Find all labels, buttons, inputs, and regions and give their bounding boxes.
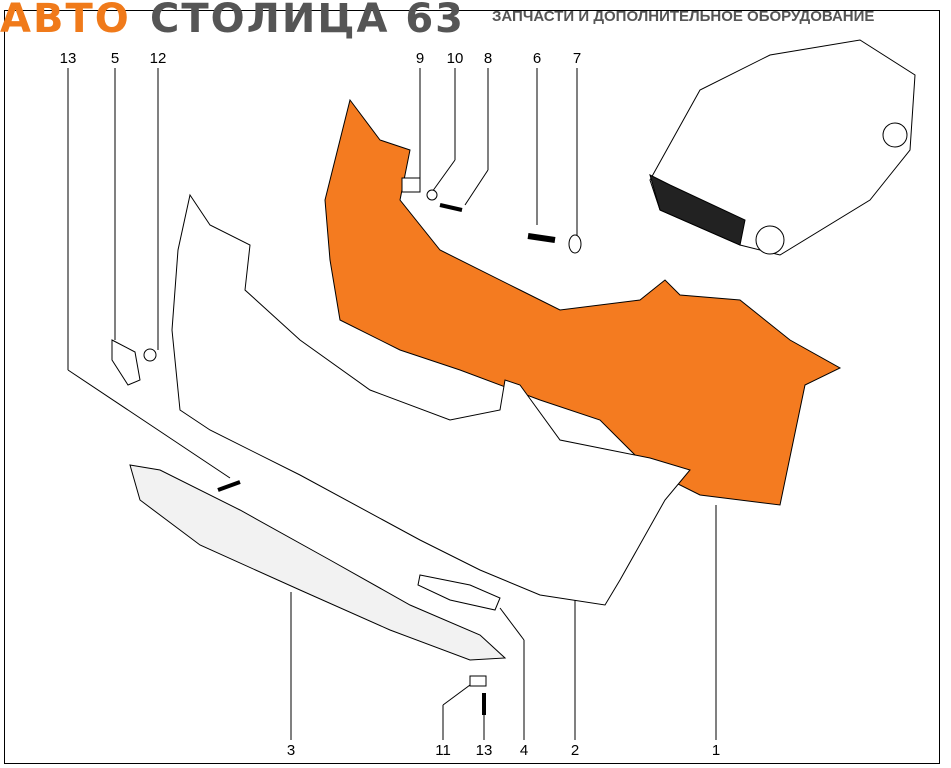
reflector-part-4 (417, 574, 501, 611)
clip-part-11 (469, 675, 487, 687)
callout-3: 3 (286, 742, 296, 759)
car-thumbnail (649, 39, 916, 256)
callout-12: 12 (149, 50, 167, 67)
callout-2: 2 (570, 742, 580, 759)
callout-6: 6 (532, 50, 542, 67)
callout-5: 5 (110, 50, 120, 67)
reflector-part-5 (111, 339, 141, 386)
rear-bumper-part-1 (324, 98, 842, 506)
callout-9: 9 (415, 50, 425, 67)
diagram-frame (4, 10, 940, 764)
logo-avto: АВТО (0, 0, 131, 42)
nut-part-12 (143, 348, 157, 362)
callout-13-top: 13 (59, 50, 77, 67)
bolt-part-6 (527, 233, 556, 243)
callout-1: 1 (711, 742, 721, 759)
screw-part-13a (217, 480, 241, 492)
clip-part-9 (401, 177, 421, 193)
callout-4: 4 (519, 742, 529, 759)
callout-7: 7 (572, 50, 582, 67)
washer-part-7 (568, 234, 582, 254)
callout-13-bottom: 13 (475, 742, 493, 759)
callout-10: 10 (446, 50, 464, 67)
logo-stolica: СТОЛИЦА 63 (150, 0, 465, 42)
washer-part-10 (426, 189, 438, 201)
rear-bumper-part-2 (171, 193, 691, 606)
diffuser-part-3 (129, 464, 507, 661)
callout-8: 8 (483, 50, 493, 67)
tagline: ЗАПЧАСТИ И ДОПОЛНИТЕЛЬНОЕ ОБОРУДОВАНИЕ (492, 8, 875, 25)
screw-part-8 (439, 203, 463, 212)
callout-11: 11 (435, 742, 451, 759)
